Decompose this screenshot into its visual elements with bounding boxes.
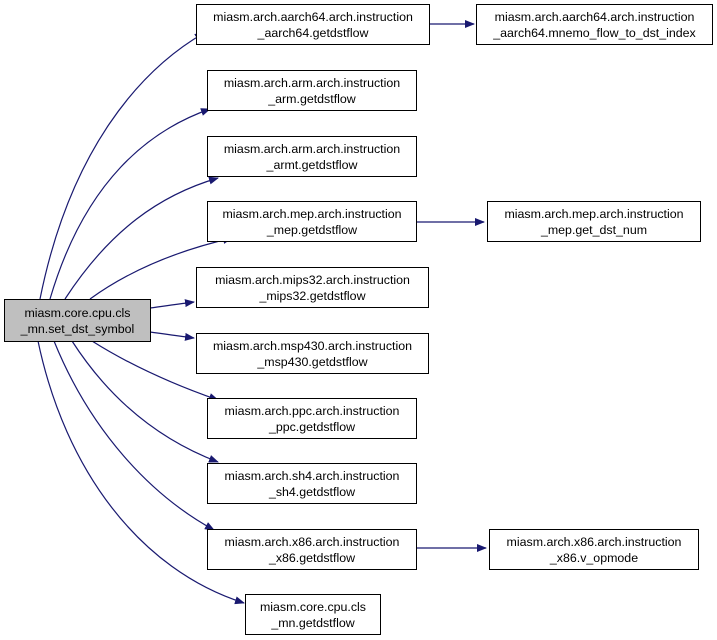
node-label-line2: _mn.set_dst_symbol xyxy=(20,321,135,336)
node-armt-getdstflow[interactable]: miasm.arch.arm.arch.instruction _armt.ge… xyxy=(207,136,417,177)
node-label-line2: _x86.getdstflow xyxy=(268,550,356,565)
node-label-line2: _x86.v_opmode xyxy=(549,550,639,565)
node-label-line2: _sh4.getdstflow xyxy=(268,484,356,499)
edge-to-cls-mn-getdstflow xyxy=(37,340,245,605)
node-sh4-getdstflow[interactable]: miasm.arch.sh4.arch.instruction _sh4.get… xyxy=(207,463,417,504)
edge-to-arm-getdstflow xyxy=(49,108,211,300)
node-label-line1: miasm.arch.arm.arch.instruction xyxy=(223,141,401,156)
node-cls-mn-getdstflow[interactable]: miasm.core.cpu.cls _mn.getdstflow xyxy=(245,594,381,635)
node-arm-getdstflow[interactable]: miasm.arch.arm.arch.instruction _arm.get… xyxy=(207,70,417,111)
node-label-line1: miasm.core.cpu.cls xyxy=(259,599,367,614)
node-mips32-getdstflow[interactable]: miasm.arch.mips32.arch.instruction _mips… xyxy=(196,267,429,308)
node-label-line1: miasm.core.cpu.cls xyxy=(24,305,131,320)
node-label-line2: _msp430.getdstflow xyxy=(257,354,368,369)
edge-to-aarch64-getdstflow xyxy=(39,32,205,300)
node-label-line2: _mep.get_dst_num xyxy=(540,222,648,237)
edge-to-mep-getdstflow xyxy=(89,236,233,300)
node-label-line1: miasm.arch.x86.arch.instruction xyxy=(224,534,400,549)
node-label-line1: miasm.arch.msp430.arch.instruction xyxy=(212,338,412,353)
node-label-line1: miasm.arch.sh4.arch.instruction xyxy=(224,468,400,483)
node-label-line2: _mep.getdstflow xyxy=(266,222,358,237)
node-x86-v-opmode[interactable]: miasm.arch.x86.arch.instruction _x86.v_o… xyxy=(489,529,699,570)
node-label-line1: miasm.arch.ppc.arch.instruction xyxy=(224,403,400,418)
node-label-line1: miasm.arch.aarch64.arch.instruction xyxy=(213,9,413,24)
node-ppc-getdstflow[interactable]: miasm.arch.ppc.arch.instruction _ppc.get… xyxy=(207,398,417,439)
node-label-line1: miasm.arch.mep.arch.instruction xyxy=(222,206,402,221)
edge-to-mips32-getdstflow xyxy=(149,299,195,309)
node-label-line1: miasm.arch.x86.arch.instruction xyxy=(506,534,682,549)
node-label-line1: miasm.arch.aarch64.arch.instruction xyxy=(494,9,695,24)
node-mep-getdstflow[interactable]: miasm.arch.mep.arch.instruction _mep.get… xyxy=(207,201,417,242)
node-label-line1: miasm.arch.arm.arch.instruction xyxy=(223,75,401,90)
edge-to-sh4-getdstflow xyxy=(71,340,219,463)
node-label-line1: miasm.arch.mips32.arch.instruction xyxy=(215,272,410,287)
node-label-line2: _mips32.getdstflow xyxy=(259,288,366,303)
edge-to-ppc-getdstflow xyxy=(91,340,219,401)
node-aarch64-getdstflow[interactable]: miasm.arch.aarch64.arch.instruction _aar… xyxy=(196,4,430,45)
node-x86-getdstflow[interactable]: miasm.arch.x86.arch.instruction _x86.get… xyxy=(207,529,417,570)
edge-to-armt-getdstflow xyxy=(64,176,219,300)
node-label-line2: _armt.getdstflow xyxy=(266,157,358,172)
node-label-line2: _aarch64.getdstflow xyxy=(257,25,369,40)
node-aarch64-mnemo-flow-to-dst-index[interactable]: miasm.arch.aarch64.arch.instruction _aar… xyxy=(476,4,713,45)
node-label-line2: _arm.getdstflow xyxy=(268,91,356,106)
node-label-line2: _mn.getdstflow xyxy=(271,615,355,630)
node-mep-get-dst-num[interactable]: miasm.arch.mep.arch.instruction _mep.get… xyxy=(487,201,701,242)
edge-to-x86-getdstflow xyxy=(53,340,215,531)
node-label-line2: _ppc.getdstflow xyxy=(268,419,356,434)
node-root-set-dst-symbol: miasm.core.cpu.cls _mn.set_dst_symbol xyxy=(4,299,151,342)
node-label-line2: _aarch64.mnemo_flow_to_dst_index xyxy=(493,25,696,40)
node-label-line1: miasm.arch.mep.arch.instruction xyxy=(504,206,684,221)
node-msp430-getdstflow[interactable]: miasm.arch.msp430.arch.instruction _msp4… xyxy=(196,333,429,374)
edge-to-msp430-getdstflow xyxy=(149,331,195,341)
